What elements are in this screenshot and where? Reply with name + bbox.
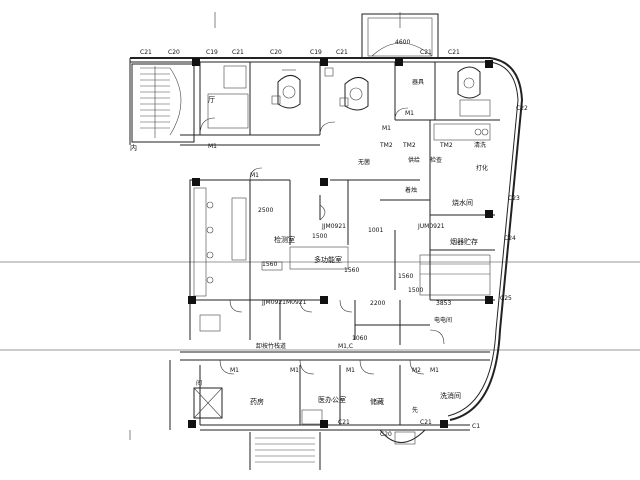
door-label: JJM0921M0921 xyxy=(261,299,307,306)
window-label: C19 xyxy=(206,49,218,56)
room-label: 打化 xyxy=(476,164,488,172)
door-label: JJM0921 xyxy=(321,223,346,230)
door-label: M1 xyxy=(208,143,217,150)
door-label: TM2 xyxy=(439,142,453,149)
room-label: 储藏 xyxy=(370,397,384,406)
door-label: M2 xyxy=(412,367,421,374)
middle-block xyxy=(189,120,495,345)
structural-columns xyxy=(188,58,493,428)
room-label: 电电间 xyxy=(434,316,452,324)
room-label: 烧水间 xyxy=(452,198,473,207)
window-label: C21 xyxy=(140,49,152,56)
door-label: M1 xyxy=(405,110,414,117)
room-label: 卸按竹栈道 xyxy=(256,342,286,350)
room-label: 检测室 xyxy=(274,235,295,244)
window-label: C21 xyxy=(338,419,350,426)
door-label: TM2 xyxy=(379,142,393,149)
room-label: 洗消间 xyxy=(440,391,461,400)
dental-chair-icon xyxy=(271,69,301,109)
dental-chair-icon xyxy=(339,77,369,111)
room-label: 厅 xyxy=(208,96,215,104)
dim-label: 1560 xyxy=(262,261,277,268)
door-label: M1,C xyxy=(338,343,353,350)
window-label: C24 xyxy=(504,235,516,242)
window-label: C21 xyxy=(232,49,244,56)
room-label: 供给 xyxy=(408,156,420,164)
dim-label: 2500 xyxy=(258,207,273,214)
window-label: C1 xyxy=(472,423,480,430)
room-label: 检查 xyxy=(430,156,442,164)
dim-label: 1560 xyxy=(344,267,359,274)
room-label: 医办公室 xyxy=(318,395,346,404)
stair-icon xyxy=(255,437,315,463)
door-label: JUM0921 xyxy=(417,223,445,230)
window-label: C22 xyxy=(516,105,528,112)
dim-label: 1560 xyxy=(398,273,413,280)
dim-label: 1001 xyxy=(368,227,383,234)
annotations: C21 C20 C19 C21 C20 C19 C21 C21 C21 C22 … xyxy=(140,49,528,438)
room-label: 多功能室 xyxy=(314,255,342,264)
room-label: 无菌 xyxy=(358,158,370,166)
door-label: M1 xyxy=(230,367,239,374)
dim-label: 1060 xyxy=(352,335,367,342)
window-label: C25 xyxy=(500,295,512,302)
dim-label: 4600 xyxy=(395,39,410,46)
dim-label: 3853 xyxy=(436,300,451,307)
window-label: C20 xyxy=(270,49,282,56)
door-label: M1 xyxy=(346,367,355,374)
door-label: M1 xyxy=(430,367,439,374)
door-label: M1 xyxy=(250,172,259,179)
room-label: 药房 xyxy=(250,397,264,406)
room-label: 间 xyxy=(196,379,202,387)
window-label: C23 xyxy=(508,195,520,202)
room-label: 烟器贮存 xyxy=(450,237,478,246)
top-rooms: 厅 xyxy=(199,62,500,135)
room-label: 器具 xyxy=(412,79,424,86)
window-label: C21 xyxy=(336,49,348,56)
room-label: 清洗 xyxy=(474,141,486,149)
room-label: 着烛 xyxy=(405,186,417,194)
window-label: C19 xyxy=(310,49,322,56)
window-label: C20 xyxy=(380,431,392,438)
dim-label: 1500 xyxy=(312,233,327,240)
stair-top-left: 内 xyxy=(130,63,195,152)
stair-icon xyxy=(140,66,182,138)
bottom-block xyxy=(193,365,426,470)
window-label: C20 xyxy=(168,49,180,56)
side-label: 内 xyxy=(130,143,137,152)
door-label: M1 xyxy=(382,125,391,132)
room-label: 先 xyxy=(412,406,418,414)
window-label: C21 xyxy=(448,49,460,56)
door-arc-icon xyxy=(199,107,445,375)
dim-label: 2200 xyxy=(370,300,385,307)
door-label: TM2 xyxy=(402,142,416,149)
axis-lines xyxy=(0,12,640,440)
outer-walls xyxy=(129,57,524,431)
dim-label: 1500 xyxy=(408,287,423,294)
dental-chair-icon xyxy=(457,66,481,99)
door-label: M1 xyxy=(290,367,299,374)
window-label: C21 xyxy=(420,49,432,56)
window-label: C21 xyxy=(420,419,432,426)
